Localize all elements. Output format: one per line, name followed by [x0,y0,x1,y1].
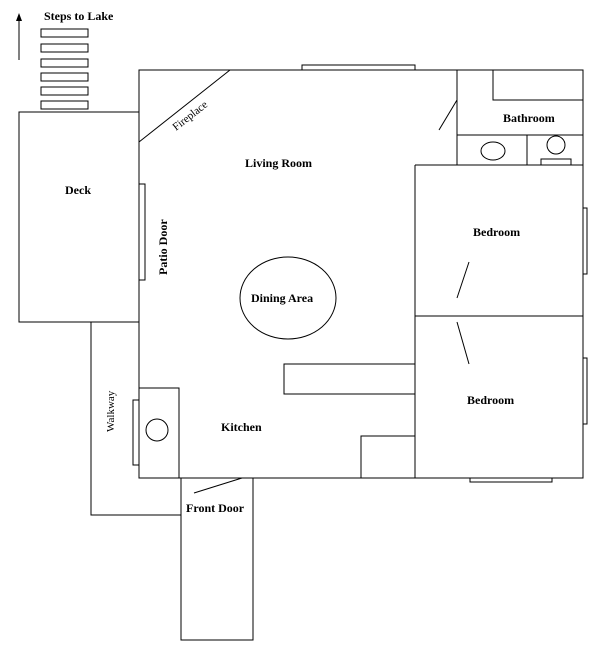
kitchen-label: Kitchen [221,420,262,434]
bedroom-top-label: Bedroom [473,225,520,239]
fireplace-label: Fireplace [170,99,210,134]
deck-label: Deck [65,183,91,197]
fireplace [138,69,231,143]
bedroom-bottom-label: Bedroom [467,393,514,407]
walkway [90,322,181,516]
patio-door [138,183,146,281]
steps-to-lake [40,28,89,110]
kitchen [132,363,416,479]
bathroom-label: Bathroom [503,111,555,125]
steps-label: Steps to Lake [44,9,114,23]
living-room-label: Living Room [245,156,312,170]
deck [18,111,140,323]
walkway-label: Walkway [105,390,117,432]
front-door [180,477,254,641]
house-outline [138,69,584,479]
patio-door-label: Patio Door [156,219,170,275]
dining-table [239,256,337,340]
dining-area-label: Dining Area [251,291,313,305]
north-arrow-icon [16,13,22,60]
bedrooms [414,164,588,483]
front-door-label: Front Door [186,501,245,515]
top-window [301,64,416,71]
